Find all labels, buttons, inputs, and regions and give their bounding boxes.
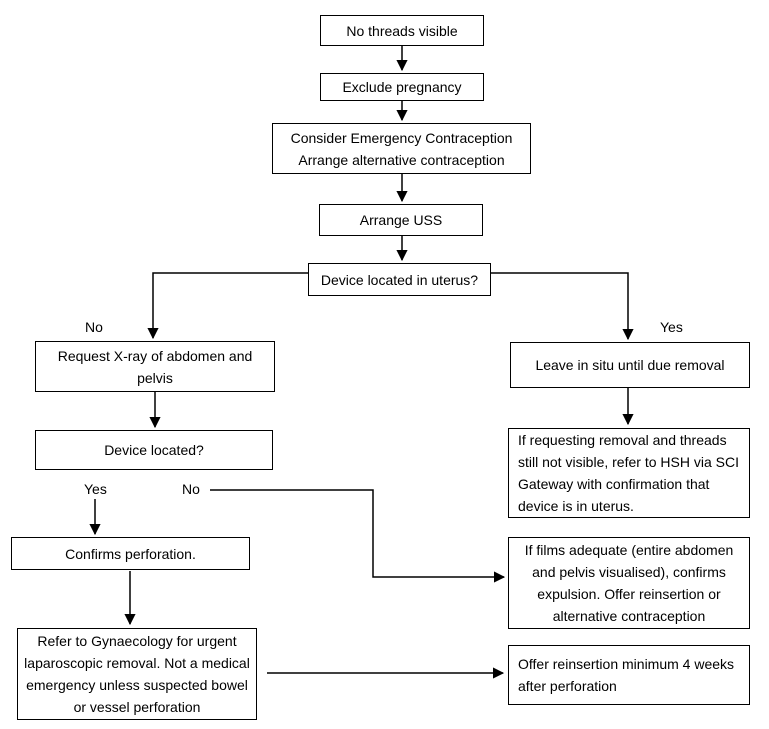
node-request-xray: Request X-ray of abdomen and pelvis <box>35 341 275 392</box>
node-refer-hsh: If requesting removal and threads still … <box>508 428 750 518</box>
node-arrange-uss-text: Arrange USS <box>359 212 443 228</box>
node-refer-gynaecology: Refer to Gynaecology for urgent laparosc… <box>17 628 257 720</box>
node-exclude-pregnancy: Exclude pregnancy <box>320 73 484 101</box>
node-request-xray-line1: Request X-ray of abdomen and <box>57 347 253 364</box>
node-offer-reinsertion-line2: after perforation <box>518 678 617 694</box>
node-consider-ec-line1: Consider Emergency Contraception <box>290 129 513 146</box>
node-offer-reinsertion: Offer reinsertion minimum 4 weeks after … <box>508 645 750 705</box>
branch-label-located-yes: Yes <box>84 481 107 497</box>
branch-label-uterus-no: No <box>85 319 103 335</box>
node-confirms-expulsion-line1: If films adequate (entire abdomen <box>524 542 734 558</box>
connector-located-no-to-confirms-expulsion <box>210 489 506 583</box>
node-refer-hsh-line3: Gateway with confirmation that <box>518 476 710 492</box>
node-refer-gynaecology-line3: emergency unless suspected bowel <box>26 677 248 693</box>
node-exclude-pregnancy-text: Exclude pregnancy <box>342 79 462 95</box>
node-confirms-perforation: Confirms perforation. <box>11 537 250 570</box>
node-confirms-expulsion: If films adequate (entire abdomen and pe… <box>508 537 750 629</box>
node-leave-in-situ-text: Leave in situ until due removal <box>535 357 725 373</box>
node-no-threads-visible-text: No threads visible <box>346 22 458 39</box>
node-device-located: Device located? <box>35 430 273 470</box>
node-confirms-expulsion-line4: alternative contraception <box>552 608 706 624</box>
node-no-threads-visible: No threads visible <box>320 15 484 46</box>
node-refer-hsh-line4: device is in uterus. <box>518 498 634 514</box>
node-offer-reinsertion-line1: Offer reinsertion minimum 4 weeks <box>518 656 735 672</box>
node-device-located-in-uterus: Device located in uterus? <box>308 263 491 296</box>
node-refer-gynaecology-line4: or vessel perforation <box>73 699 201 715</box>
node-confirms-perforation-text: Confirms perforation. <box>65 545 196 562</box>
node-arrange-uss: Arrange USS <box>319 204 483 236</box>
node-device-located-text: Device located? <box>104 442 204 458</box>
node-confirms-expulsion-line2: and pelvis visualised), confirms <box>532 564 726 580</box>
node-consider-emergency-contraception: Consider Emergency Contraception Arrange… <box>272 123 531 174</box>
node-confirms-expulsion-line3: expulsion. Offer reinsertion or <box>537 586 721 602</box>
node-refer-hsh-line2: still not visible, refer to HSH via SCI <box>518 454 739 470</box>
branch-label-located-no: No <box>182 481 200 497</box>
node-request-xray-line2: pelvis <box>137 369 173 386</box>
branch-label-uterus-yes: Yes <box>660 319 683 335</box>
node-device-in-uterus-text: Device located in uterus? <box>320 271 479 288</box>
node-refer-gynaecology-line2: laparoscopic removal. Not a medical <box>24 655 250 671</box>
connector-uterus-no-to-request-xray <box>147 272 308 340</box>
node-refer-gynaecology-line1: Refer to Gynaecology for urgent <box>37 633 237 649</box>
node-refer-hsh-line1: If requesting removal and threads <box>518 432 727 448</box>
node-leave-in-situ: Leave in situ until due removal <box>510 342 750 388</box>
node-consider-ec-line2: Arrange alternative contraception <box>298 151 505 168</box>
connector-uterus-yes-to-leave-in-situ <box>491 272 634 341</box>
